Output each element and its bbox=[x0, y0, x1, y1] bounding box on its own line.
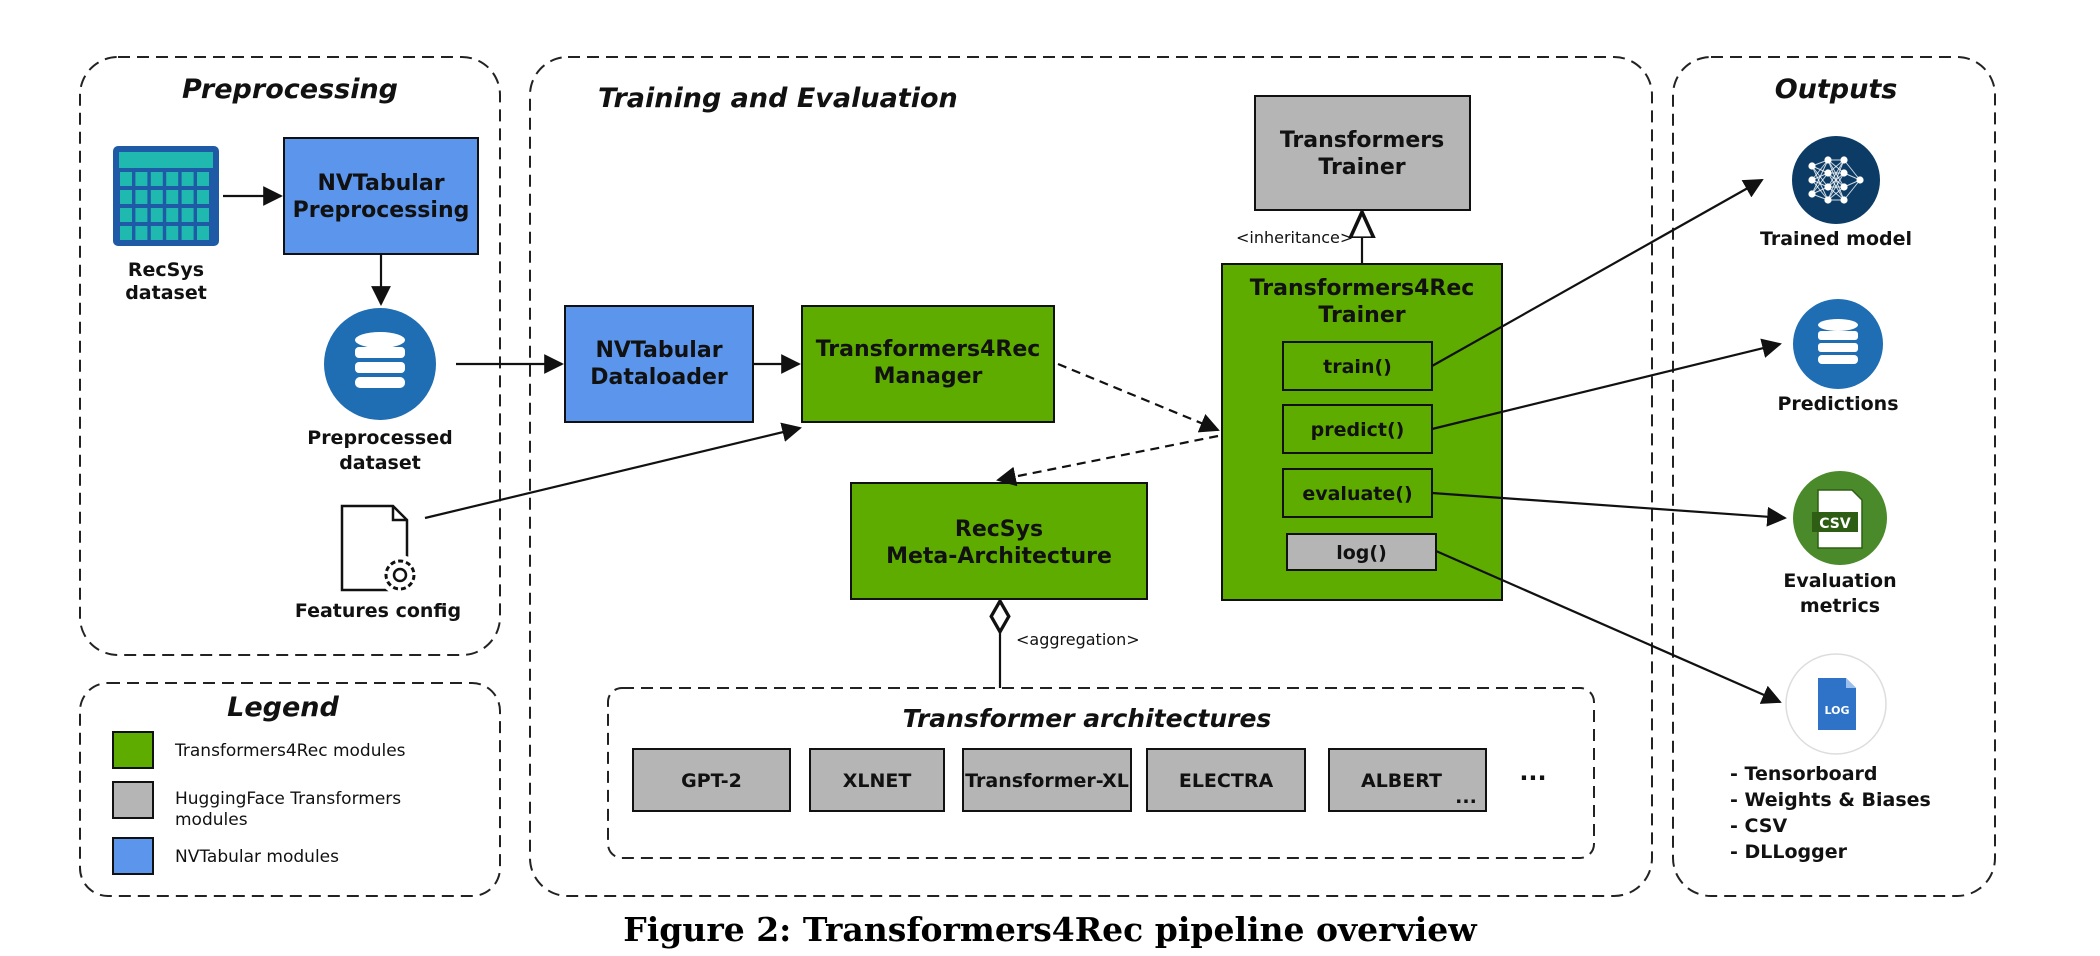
svg-text:ALBERT: ALBERT bbox=[1361, 770, 1442, 792]
svg-text:predict(): predict() bbox=[1311, 419, 1405, 441]
arrow-train-to-model bbox=[1431, 179, 1764, 367]
svg-text:train(): train() bbox=[1323, 356, 1392, 378]
preprocessing-title: Preprocessing bbox=[182, 74, 398, 105]
method-box-train: train() bbox=[1282, 341, 1433, 391]
svg-text:CSV: CSV bbox=[1819, 516, 1851, 532]
features-config-label: Features config bbox=[295, 600, 461, 622]
svg-text:ELECTRA: ELECTRA bbox=[1179, 770, 1274, 792]
csv-file-icon: CSV bbox=[1793, 471, 1887, 565]
preprocessing-frame bbox=[79, 56, 501, 656]
architecture-boxes: GPT-2 XLNET Transformer-XL ELECTRA ALBERT... bbox=[632, 748, 1487, 812]
legend-frame bbox=[79, 682, 501, 897]
svg-text:XLNET: XLNET bbox=[843, 770, 912, 792]
architecture-box-transformer-xl: Transformer-XL bbox=[962, 748, 1132, 812]
svg-text:Transformer-XL: Transformer-XL bbox=[965, 770, 1129, 792]
dashed-trainer-to-meta bbox=[996, 434, 1219, 487]
training-title: Training and Evaluation bbox=[598, 83, 958, 114]
legend-swatch-blue bbox=[112, 837, 154, 875]
transformer-architectures-title: Transformer architectures bbox=[903, 704, 1272, 733]
legend-title: Legend bbox=[227, 692, 339, 723]
neural-network-icon bbox=[1792, 136, 1880, 224]
inheritance-label: <inheritance> bbox=[1236, 228, 1353, 247]
legend-label-t4r: Transformers4Rec modules bbox=[174, 741, 406, 761]
legend-items: Transformers4Rec modules HuggingFace Tra… bbox=[112, 731, 406, 875]
arrow-evaluate-to-metrics bbox=[1431, 491, 1787, 527]
transformer-architectures-frame bbox=[607, 687, 1595, 859]
svg-text:GPT-2: GPT-2 bbox=[681, 770, 742, 792]
dashed-manager-to-trainer bbox=[1057, 362, 1220, 433]
aggregation-label: <aggregation> bbox=[1016, 630, 1140, 649]
log-file-icon: LOG bbox=[1785, 653, 1887, 755]
svg-text:log(): log() bbox=[1336, 542, 1387, 564]
outputs-frame bbox=[1672, 56, 1996, 897]
architecture-box-gpt-2: GPT-2 bbox=[632, 748, 791, 812]
figure-caption: Figure 2: Transformers4Rec pipeline over… bbox=[623, 910, 1478, 949]
predictions-label: Predictions bbox=[1777, 393, 1898, 415]
log-outputs-list: - Tensorboard - Weights & Biases - CSV -… bbox=[1730, 763, 1937, 863]
outputs-title: Outputs bbox=[1775, 74, 1898, 105]
method-box-log: log() bbox=[1286, 533, 1437, 571]
arrow-features-to-manager bbox=[424, 422, 802, 520]
predictions-database-icon bbox=[1793, 299, 1883, 389]
trainer-methods: train() predict() evaluate() log() bbox=[1282, 341, 1437, 571]
legend-label-nvtabular: NVTabular modules bbox=[175, 847, 339, 867]
method-box-predict: predict() bbox=[1282, 404, 1433, 454]
method-box-evaluate: evaluate() bbox=[1282, 468, 1433, 518]
architecture-box-albert: ALBERT... bbox=[1328, 748, 1487, 812]
architecture-box-electra: ELECTRA bbox=[1146, 748, 1306, 812]
legend-swatch-green bbox=[112, 731, 154, 769]
architectures-ellipsis: ... bbox=[1519, 758, 1546, 786]
legend-swatch-gray bbox=[112, 781, 154, 819]
arrow-log-to-logs bbox=[1435, 549, 1782, 704]
table-icon bbox=[113, 146, 219, 246]
document-gear-icon bbox=[340, 504, 420, 595]
svg-text:LOG: LOG bbox=[1825, 704, 1850, 717]
database-icon bbox=[324, 308, 436, 420]
svg-text:evaluate(): evaluate() bbox=[1302, 483, 1412, 505]
albert-ellipsis: ... bbox=[1455, 786, 1477, 808]
architecture-box-xlnet: XLNET bbox=[809, 748, 945, 812]
arrow-predict-to-predictions bbox=[1431, 338, 1782, 431]
training-frame bbox=[529, 56, 1653, 897]
trained-model-label: Trained model bbox=[1760, 228, 1912, 250]
